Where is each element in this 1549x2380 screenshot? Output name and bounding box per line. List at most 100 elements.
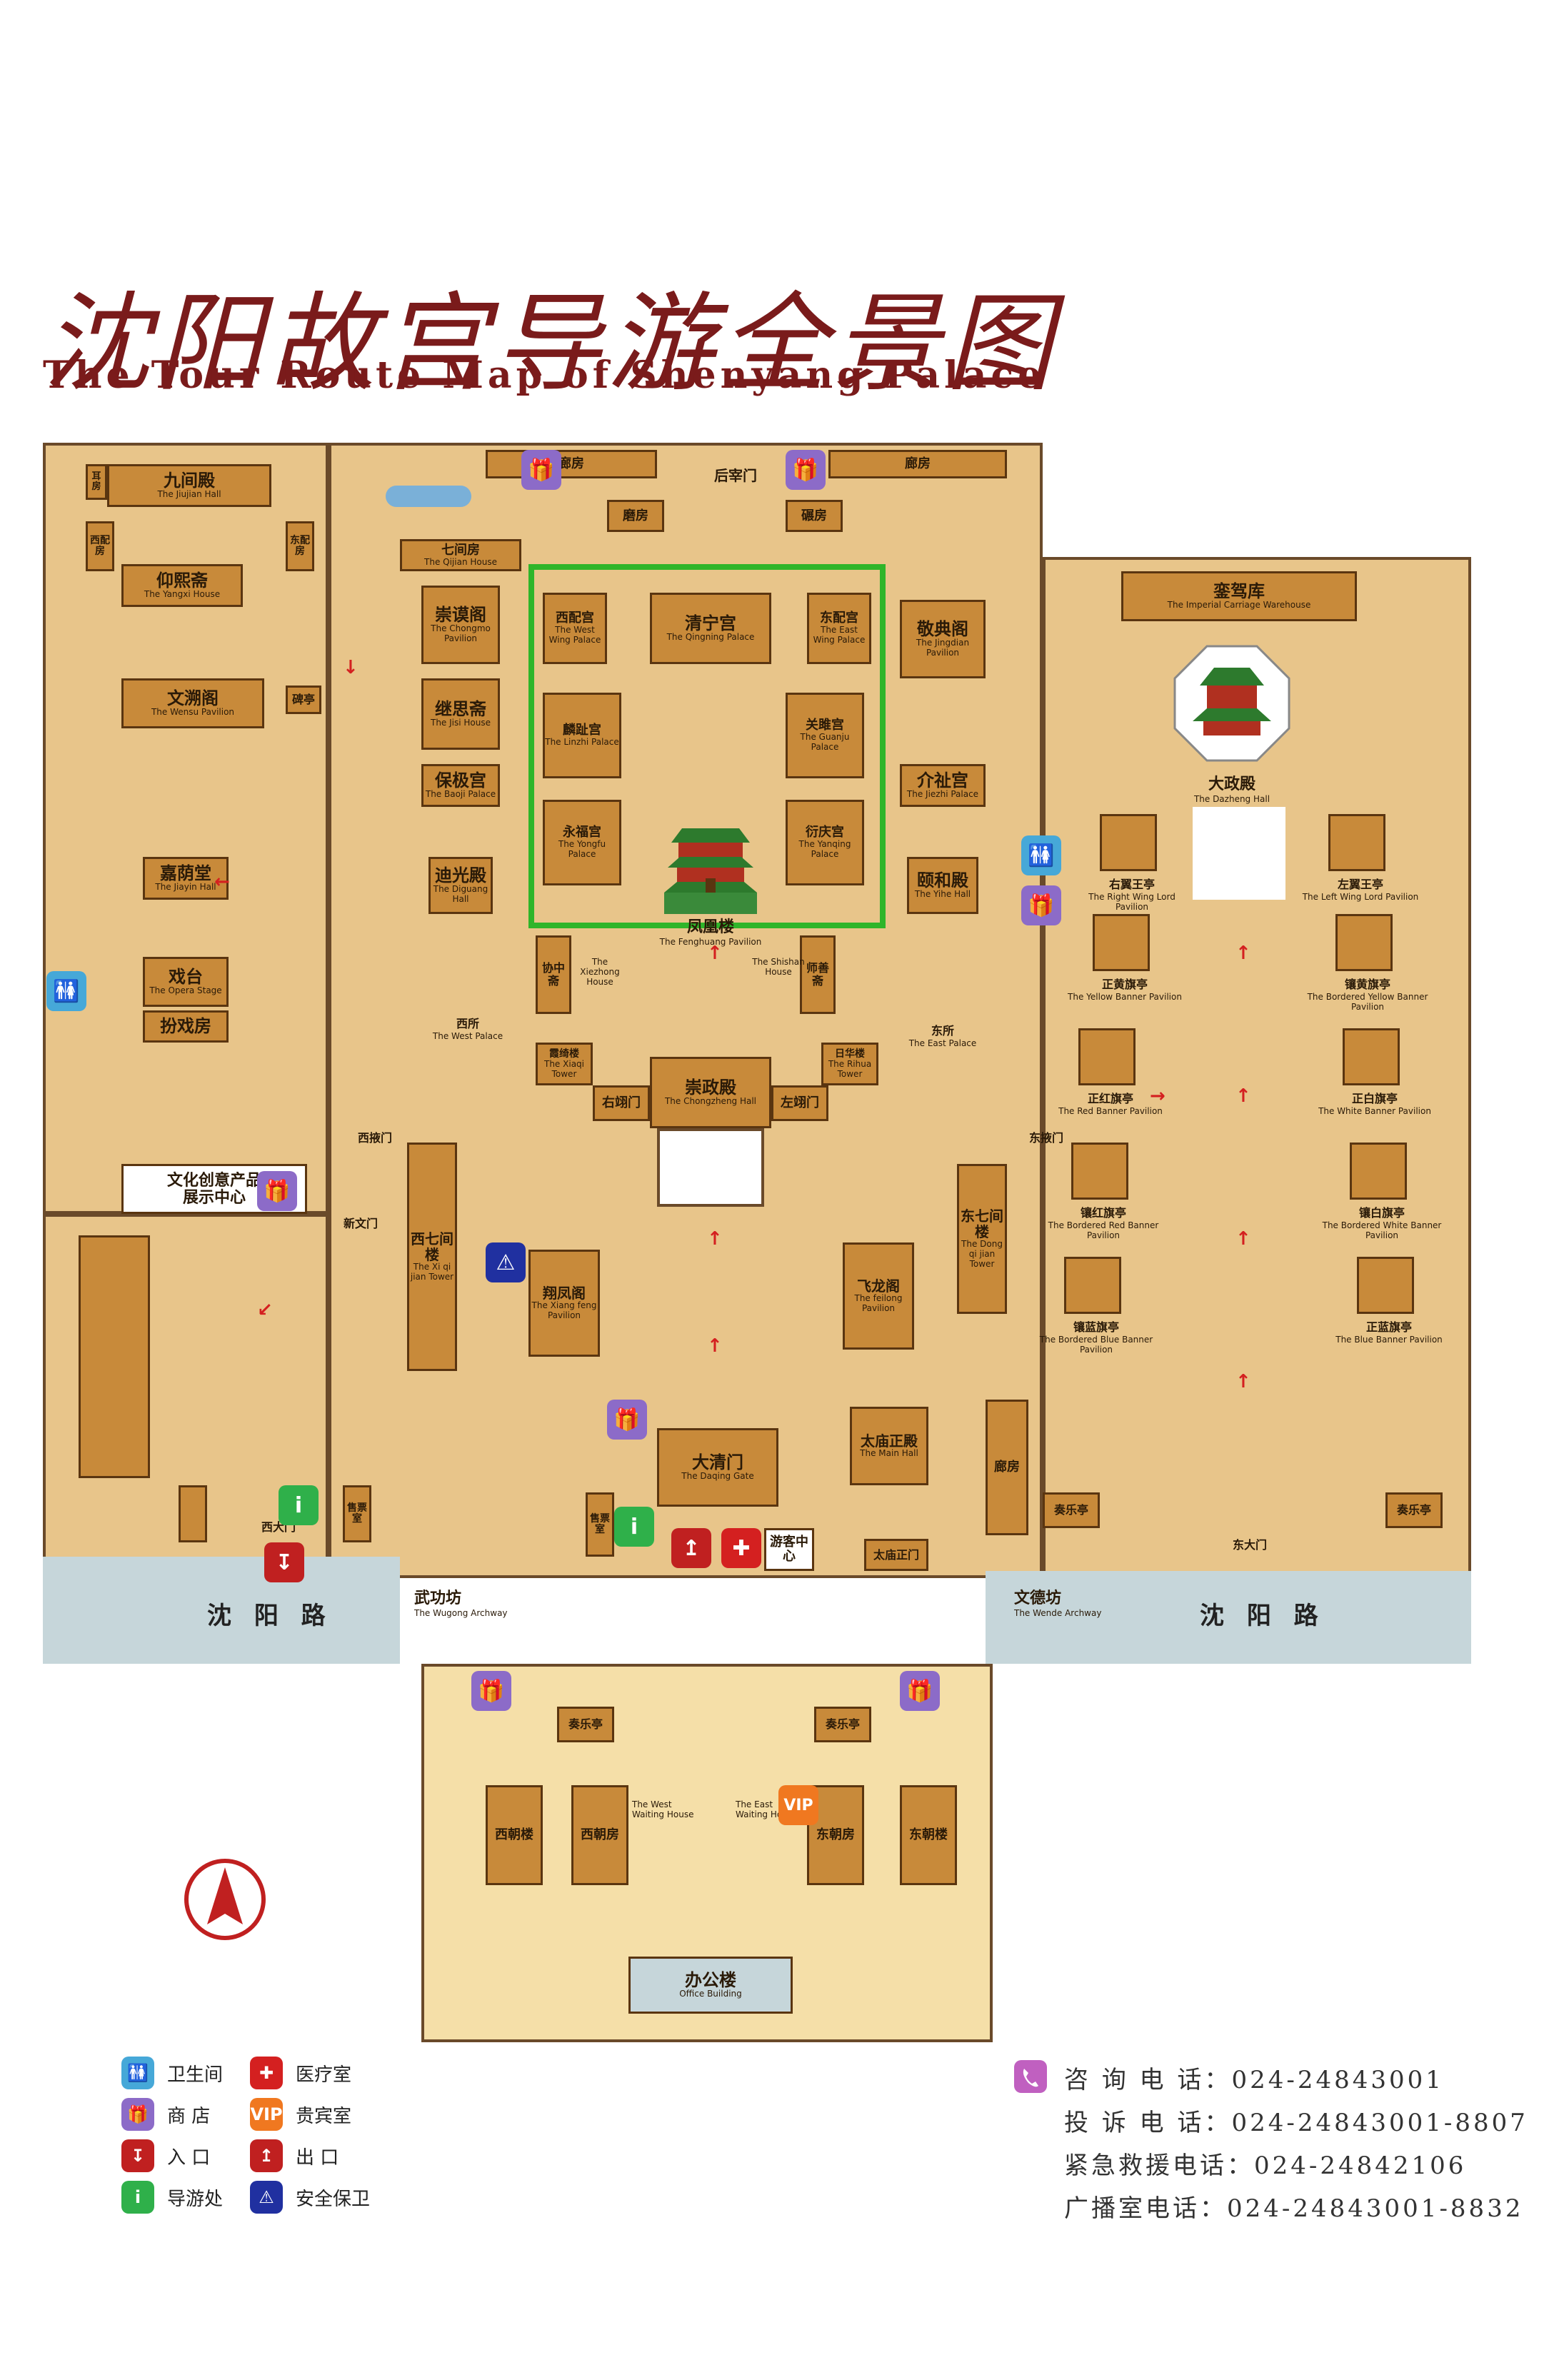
xipeifang[interactable]: 西配房 — [86, 521, 114, 571]
xichaolou[interactable]: 西朝楼 — [486, 1785, 543, 1885]
guide-icon[interactable]: i — [279, 1485, 319, 1525]
shenyang-road-east — [986, 1571, 1471, 1664]
mofang[interactable]: 磨房 — [607, 500, 664, 532]
dongdamen-label[interactable]: 东大门 — [1232, 1538, 1267, 1552]
xiyemen-label[interactable]: 西掖门 — [357, 1131, 392, 1145]
xianglanqi[interactable] — [1064, 1257, 1121, 1314]
route-arrow: ↓ — [343, 657, 359, 678]
dongchaolou[interactable]: 东朝楼 — [900, 1785, 957, 1885]
shop-icon[interactable]: 🎁 — [257, 1171, 297, 1211]
restroom-icon[interactable]: 🚻 — [46, 971, 86, 1011]
shop-icon[interactable]: 🎁 — [900, 1671, 940, 1711]
shop-icon[interactable]: 🎁 — [471, 1671, 511, 1711]
shoupiaoshi-c[interactable]: 售票室 — [586, 1492, 614, 1557]
exit-icon[interactable]: ↥ — [671, 1528, 711, 1568]
zhenghongqi[interactable] — [1078, 1028, 1136, 1085]
nianfang[interactable]: 碾房 — [786, 500, 843, 532]
security-icon[interactable]: ⚠ — [486, 1242, 526, 1282]
shop-icon[interactable]: 🎁 — [1021, 885, 1061, 925]
vip-icon[interactable]: VIP — [778, 1785, 818, 1825]
dongpeifang[interactable]: 东配房 — [286, 521, 314, 571]
zouleting-south-w[interactable]: 奏乐亭 — [557, 1707, 614, 1742]
road-label-west: 沈 阳 路 — [207, 1602, 333, 1630]
zuoyimen[interactable]: 左翊门 — [771, 1085, 828, 1121]
guide-icon[interactable]: i — [614, 1507, 654, 1547]
route-arrow: → — [1150, 1085, 1165, 1107]
xinwenmen-label[interactable]: 新文门 — [343, 1217, 378, 1230]
zouleting-south-e[interactable]: 奏乐亭 — [814, 1707, 871, 1742]
exit-icon: ↥ — [250, 2139, 283, 2172]
zuoyiwangting[interactable] — [1328, 814, 1385, 871]
dongchaofang[interactable]: 东朝房 — [807, 1785, 864, 1885]
erfang[interactable]: 耳房 — [86, 464, 107, 500]
youyiwangting[interactable] — [1100, 814, 1157, 871]
taimiaozhengmen[interactable]: 太庙正门 — [864, 1539, 928, 1571]
shoupiaoshi-w[interactable]: 售票室 — [343, 1485, 371, 1542]
zhenglanqi[interactable] — [1357, 1257, 1414, 1314]
youyimen[interactable]: 右翊门 — [593, 1085, 650, 1121]
xianghongqi[interactable] — [1071, 1143, 1128, 1200]
xiangbaiqi[interactable] — [1350, 1143, 1407, 1200]
entrance-icon[interactable]: ↧ — [264, 1542, 304, 1582]
xiezhongzhai[interactable]: 协中斋 — [536, 935, 571, 1014]
xianghuangqi[interactable] — [1335, 914, 1393, 971]
fenghuanglou-illustration — [664, 828, 757, 914]
houzaimen-label[interactable]: 后宰门 — [714, 467, 757, 484]
zouleting-east-e[interactable]: 奏乐亭 — [1385, 1492, 1443, 1528]
youkezhongxin[interactable]: 游客中心 — [764, 1528, 814, 1571]
langfang-east: 廊房 — [986, 1400, 1028, 1535]
restroom-icon[interactable]: 🚻 — [1021, 835, 1061, 875]
zhengbaiqi[interactable] — [1343, 1028, 1400, 1085]
title-chinese: 沈阳故宫导游全景图 — [43, 282, 1059, 406]
shop-icon[interactable]: 🎁 — [521, 450, 561, 490]
zouleting-east-w[interactable]: 奏乐亭 — [1043, 1492, 1100, 1528]
shop-icon[interactable]: 🎁 — [786, 450, 826, 490]
medical-icon[interactable]: ✚ — [721, 1528, 761, 1568]
zhenghuangqi[interactable] — [1093, 914, 1150, 971]
shishanzhai[interactable]: 师善斋 — [800, 935, 836, 1014]
banxifang[interactable]: 扮戏房 — [143, 1010, 229, 1043]
beiting[interactable]: 碑亭 — [286, 686, 321, 714]
dongyemen-label[interactable]: 东掖门 — [1028, 1131, 1063, 1145]
shop-icon[interactable]: 🎁 — [607, 1400, 647, 1440]
xichaofang[interactable]: 西朝房 — [571, 1785, 628, 1885]
